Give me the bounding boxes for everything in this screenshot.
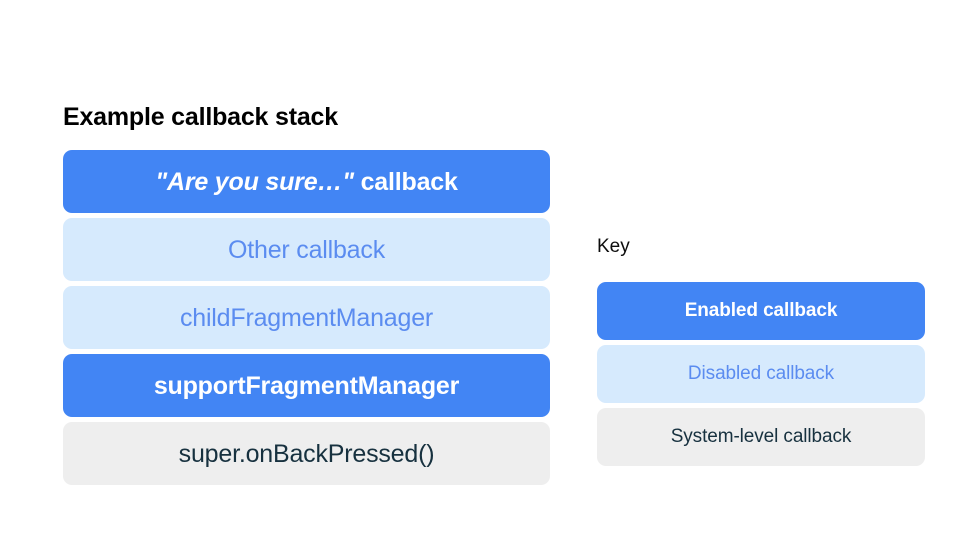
stack-item-are-you-sure-callback[interactable]: "Are you sure…" callback: [63, 150, 550, 213]
stack-item-label: super.onBackPressed(): [178, 439, 435, 468]
key-item-enabled-callback: Enabled callback: [597, 282, 925, 340]
key-list: Enabled callback Disabled callback Syste…: [597, 282, 925, 466]
stack-item-label: "Are you sure…" callback: [155, 167, 458, 197]
key-column: Key Enabled callback Disabled callback S…: [597, 234, 925, 466]
key-item-label: System-level callback: [670, 426, 852, 447]
key-title: Key: [597, 236, 630, 257]
stack-item-label: supportFragmentManager: [153, 371, 460, 400]
key-item-system-level-callback: System-level callback: [597, 408, 925, 466]
stack-item-child-fragment-manager[interactable]: childFragmentManager: [63, 286, 550, 349]
stack-item-label: Other callback: [228, 235, 385, 264]
stack-item-label: childFragmentManager: [179, 303, 434, 332]
callback-stack-list: "Are you sure…" callback Other callback …: [63, 150, 550, 485]
stack-item-other-callback[interactable]: Other callback: [63, 218, 550, 281]
key-item-label: Disabled callback: [687, 363, 835, 384]
stack-item-support-fragment-manager[interactable]: supportFragmentManager: [63, 354, 550, 417]
stack-item-super-on-back-pressed[interactable]: super.onBackPressed(): [63, 422, 550, 485]
key-item-disabled-callback: Disabled callback: [597, 345, 925, 403]
callback-stack-column: Example callback stack "Are you sure…" c…: [63, 100, 550, 485]
key-item-label: Enabled callback: [684, 300, 838, 321]
page-title: Example callback stack: [63, 103, 338, 131]
stack-item-label-quoted: "Are you sure…": [155, 167, 354, 196]
stack-item-label-plain: callback: [353, 167, 458, 196]
